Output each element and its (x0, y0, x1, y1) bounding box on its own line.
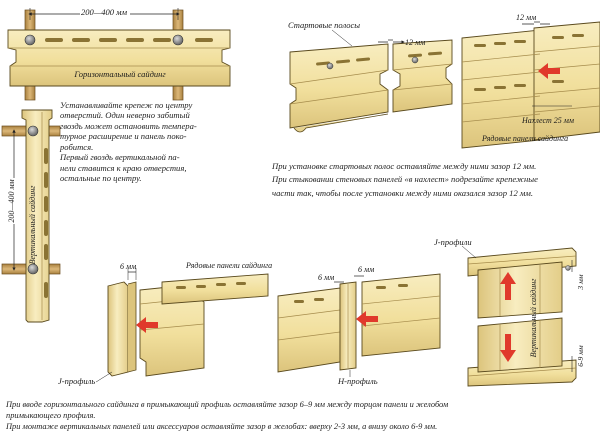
vertical-siding-label: Вертикальный сайдинг (28, 186, 37, 265)
note-line: робится. (60, 141, 94, 152)
note-starter-strips: При установке стартовых полос оставляйте… (272, 160, 538, 200)
horizontal-siding-detail: 200—400 мм Горизонтальный сайдинг (7, 6, 231, 101)
note-fastening: Устанавливайте крепеж по центру отверсти… (60, 100, 197, 184)
gap-label: 6 мм (318, 273, 334, 282)
gap-label: 12 мм (405, 38, 425, 47)
direction-arrow-icon (538, 63, 560, 79)
note-line: При монтаже вертикальных панелей или акс… (6, 421, 438, 431)
note-line: При установке стартовых полос оставляйте… (272, 161, 537, 171)
nail-icon (565, 265, 571, 271)
vertical-panel-lower (477, 317, 563, 373)
h-panel-left (277, 287, 341, 373)
note-line: гвоздь может остановить темпера- (60, 120, 197, 131)
row-panels-label: Рядовые панели сайдинга (185, 261, 272, 270)
nail-icon (27, 125, 39, 137)
dimension-label: 200—400 мм (81, 7, 128, 17)
nail-icon (24, 34, 36, 46)
starter-panel-right (392, 39, 453, 113)
overlap-label: Нахлест 25 мм (521, 116, 574, 125)
h-panel-right (361, 273, 441, 357)
row-panel-j (161, 273, 269, 305)
horizontal-siding-label: Горизонтальный сайдинг (73, 69, 166, 79)
dimension-label: 3 мм (576, 274, 585, 290)
vertical-siding-detail: Вертикальный сайдинг 200—400 мм (1, 109, 61, 323)
note-line: При стыковании стеновых панелей «в нахле… (272, 174, 538, 185)
vertical-nail-slots (44, 148, 48, 298)
note-line: примыкающего профиля. (6, 410, 96, 420)
starter-strips-label: Стартовые полосы (288, 20, 360, 30)
gap-label: 6 мм (358, 265, 374, 274)
dimension-label: 200—400 мм (7, 179, 16, 222)
note-line: При вводе горизонтального сайдинга в при… (6, 400, 449, 409)
nail-icon (411, 56, 419, 64)
dimension-label: 6-9 мм (576, 345, 585, 367)
starter-strips-detail: 12 мм 12 мм Стартовые полосы Нахлест 25 … (288, 13, 600, 149)
note-line: части так, чтобы после установки между н… (272, 187, 534, 198)
direction-arrow-icon (136, 317, 158, 333)
direction-down-arrow-icon (500, 334, 516, 362)
h-profile-label: H-профиль (337, 376, 378, 386)
note-line: остальные по центру. (60, 173, 142, 184)
vertical-siding-label: Вертикальный сайдинг (529, 279, 538, 358)
h-profile-detail: 6 мм 6 мм H-профиль (277, 265, 441, 386)
note-line: Устанавливайте крепеж по центру (60, 100, 193, 110)
j-profile-label: J-профиль (58, 376, 95, 386)
gap-label: 12 мм (516, 13, 536, 22)
direction-up-arrow-icon (500, 272, 516, 300)
nail-icon (27, 263, 39, 275)
vertical-j-profiles-detail: Вертикальный сайдинг 3 мм 6-9 мм J-профи… (434, 237, 585, 387)
note-line: отверстий. Один неверно забитый (60, 110, 190, 121)
j-profile-detail: 6 мм J-профиль Рядовые панели сайдинга (58, 261, 272, 386)
note-line: турное расширение и панель поко- (60, 131, 187, 142)
note-line: Первый гвоздь вертикальной па- (60, 152, 180, 163)
vertical-panel-upper (477, 261, 563, 319)
nail-slots (45, 38, 213, 42)
nail-icon (326, 62, 334, 70)
j-profiles-label: J-профили (434, 237, 472, 247)
row-panels-label: Рядовые панели сайдинга (481, 134, 568, 143)
nail-icon (172, 34, 184, 46)
note-profiles: При вводе горизонтального сайдинга в при… (6, 400, 448, 433)
j-profile (107, 281, 129, 377)
direction-arrow-icon (356, 311, 378, 327)
note-line: нели ставится к краю отверстия, (60, 162, 187, 173)
gap-label: 6 мм (120, 262, 136, 271)
starter-panel-left (289, 43, 389, 129)
